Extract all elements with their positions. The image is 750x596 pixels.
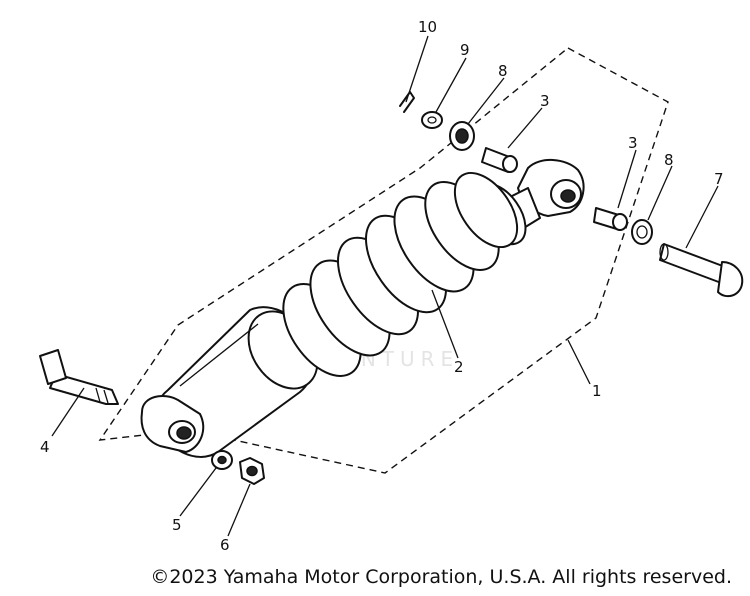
callouts: 10 9 8 3 3 8 7 1 2 4 5 6 <box>40 18 724 554</box>
oil-seal-left[interactable] <box>449 121 475 151</box>
lower-eye-mount <box>140 395 205 453</box>
collar-right[interactable] <box>593 207 628 231</box>
collar-left[interactable] <box>481 147 518 173</box>
cotter-pin[interactable] <box>399 91 415 113</box>
leader-lines <box>51 35 719 537</box>
callout-6: 6 <box>220 536 230 554</box>
coil-spring[interactable] <box>268 162 530 390</box>
callout-10: 10 <box>418 18 437 36</box>
lower-nut[interactable] <box>239 457 265 485</box>
callout-9: 9 <box>460 41 470 59</box>
callout-3-right: 3 <box>628 134 638 152</box>
upper-washer[interactable] <box>421 111 443 129</box>
callout-7: 7 <box>714 170 724 188</box>
callout-4: 4 <box>40 438 50 456</box>
callout-8-upper: 8 <box>498 62 508 80</box>
copyright-notice: ©2023 Yamaha Motor Corporation, U.S.A. A… <box>150 566 732 588</box>
callout-2: 2 <box>454 358 464 376</box>
callout-3-upper: 3 <box>540 92 550 110</box>
callout-8-right: 8 <box>664 151 674 169</box>
lower-washer[interactable] <box>211 450 233 470</box>
upper-pin[interactable] <box>659 243 744 298</box>
callout-1: 1 <box>592 382 602 400</box>
oil-seal-right[interactable] <box>631 219 653 245</box>
callout-5: 5 <box>172 516 182 534</box>
